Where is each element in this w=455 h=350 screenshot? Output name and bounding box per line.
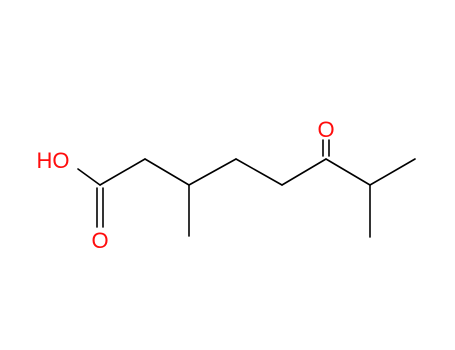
bond-c7-methyl-a (369, 158, 416, 186)
hydroxyl-label: HO (37, 148, 70, 173)
acid-carbonyl-oxygen-label: O (91, 228, 108, 253)
bond-c3-c4 (188, 158, 237, 186)
bond-c6-c7 (325, 158, 371, 186)
ketone-oxygen-label: O (317, 117, 334, 142)
bond-c4-c5 (235, 158, 283, 186)
bond-c2-c3 (144, 158, 190, 186)
bond-c1-c2 (99, 158, 146, 186)
bond-c5-c6 (281, 158, 327, 186)
bond-hydroxyl-carboxyl (77, 168, 101, 186)
